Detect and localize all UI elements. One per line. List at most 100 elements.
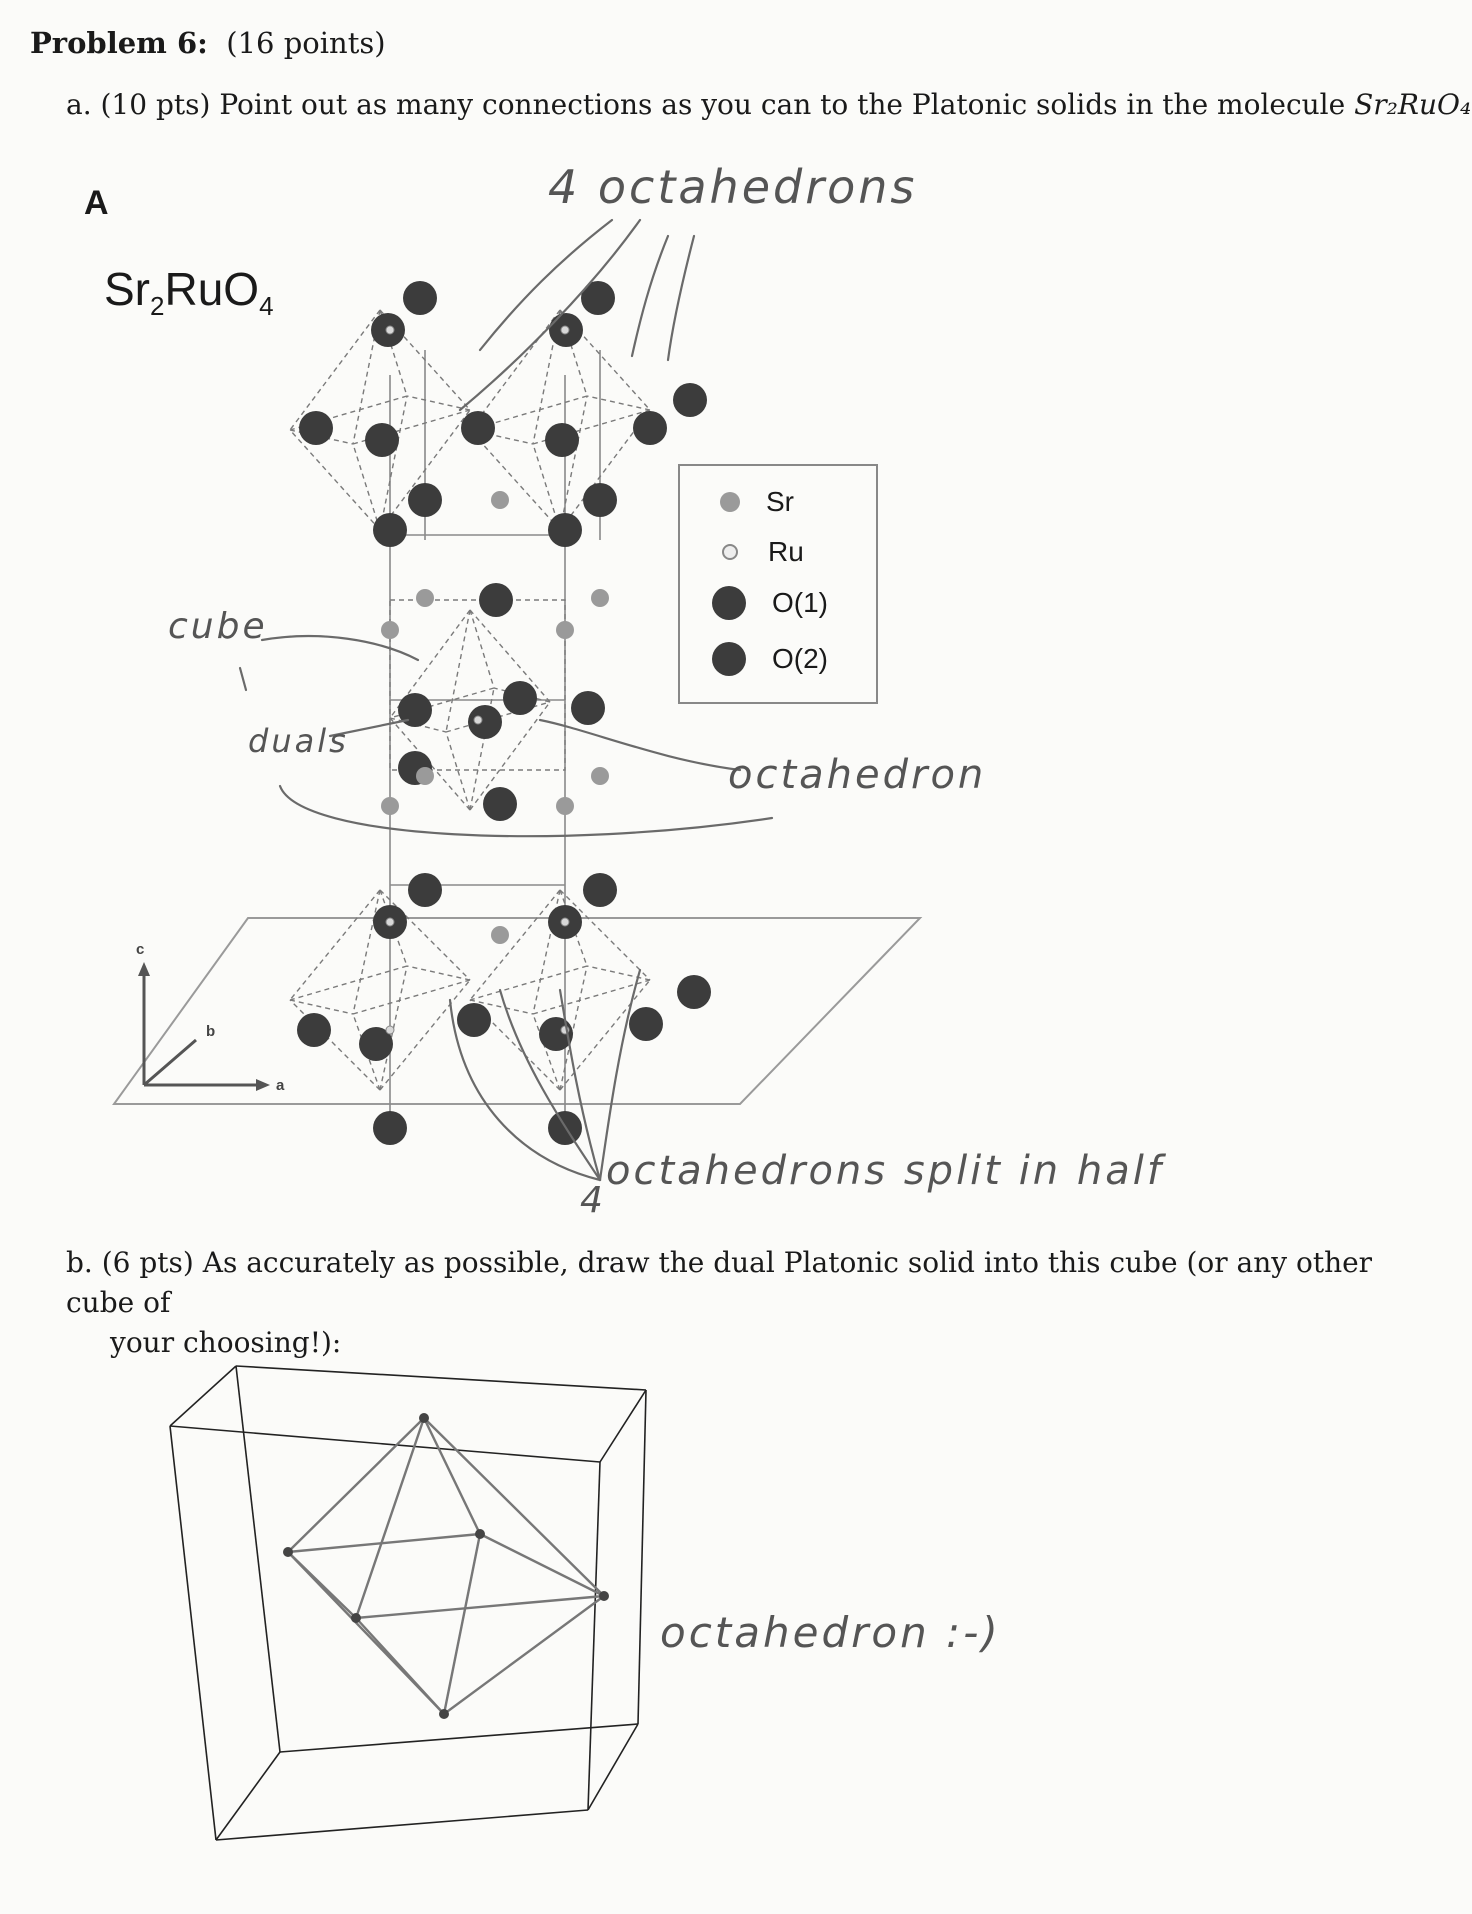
part-b-line-2: your choosing!): <box>110 1326 342 1359</box>
strontium-atom <box>591 589 609 607</box>
octahedron-drawn-edge <box>286 1550 358 1620</box>
oxygen-atom <box>503 681 537 715</box>
octahedron-edge <box>469 429 561 531</box>
oxygen-atom <box>408 873 442 907</box>
octahedron-vertex <box>439 1709 449 1719</box>
cube-edge <box>637 1389 647 1725</box>
octahedron-vertex <box>351 1613 361 1623</box>
part-b-line-1: b. (6 pts) As accurately as possible, dr… <box>66 1246 1373 1319</box>
cube-edge <box>599 1389 647 1463</box>
figure-panel-letter: A <box>84 184 109 222</box>
octahedron-edge <box>445 731 471 811</box>
annotation-4-octahedrons: 4 octahedrons <box>548 160 918 214</box>
octahedron-edge <box>406 395 471 411</box>
oxygen-atom <box>365 423 399 457</box>
strontium-atom <box>381 797 399 815</box>
octahedron-drawn-edge <box>442 1594 606 1716</box>
part-b-prompt: b. (6 pts) As accurately as possible, dr… <box>66 1243 1446 1363</box>
problem-heading: Problem 6: (16 points) <box>30 26 386 60</box>
annotation-split-count: 4 <box>580 1180 606 1221</box>
oxygen-atom <box>483 787 517 821</box>
octahedron-edge <box>532 1013 561 1091</box>
oxygen-atom <box>461 411 495 445</box>
problem-points: (16 points) <box>226 26 386 60</box>
c-axis-arrow <box>138 962 150 976</box>
o2-atom-icon <box>712 642 746 676</box>
inner-cube <box>389 599 566 771</box>
basal-plane <box>112 917 923 1105</box>
octahedron-edge <box>352 443 381 531</box>
legend-item-o1: O(1) <box>712 586 828 620</box>
octahedron-edge <box>289 965 408 1001</box>
arrow-split-2 <box>498 988 602 1182</box>
oxygen-atom <box>539 1017 573 1051</box>
octahedron-edge <box>289 429 381 531</box>
oxygen-atom <box>545 423 579 457</box>
octahedron-edge <box>559 889 651 981</box>
octahedron-vertex <box>283 1547 293 1557</box>
annotation-octahedrons-split: octahedrons split in half <box>606 1148 1164 1194</box>
strontium-atom <box>556 621 574 639</box>
cube-edge <box>235 1365 281 1753</box>
b-axis <box>143 1038 197 1087</box>
answer-octahedron: octahedron :-) <box>660 1608 1001 1657</box>
sr-atom-icon <box>720 492 740 512</box>
cube-edge <box>169 1425 217 1841</box>
octahedron-edge <box>379 979 471 1091</box>
annotation-duals: duals <box>248 722 349 760</box>
oxygen-atom <box>468 705 502 739</box>
octahedron-edge <box>559 979 651 1091</box>
legend-item-o2: O(2) <box>712 642 828 676</box>
oxygen-atom <box>457 1003 491 1037</box>
oxygen-atom <box>583 483 617 517</box>
cube-edge <box>169 1365 237 1427</box>
octahedron-edge <box>389 717 471 811</box>
octahedron-edge <box>532 979 651 1015</box>
ruthenium-atom <box>385 1025 395 1035</box>
strontium-atom <box>491 926 509 944</box>
octahedron-edge <box>445 609 471 733</box>
arrow-octahedron <box>538 718 742 772</box>
axis-label-b: b <box>206 1023 215 1040</box>
octahedron-edge <box>289 999 381 1091</box>
octahedron-edge <box>586 395 651 411</box>
oxygen-atom <box>359 1027 393 1061</box>
problem-label: Problem 6: <box>30 26 208 60</box>
oxygen-atom <box>581 281 615 315</box>
ruthenium-atom <box>560 917 570 927</box>
strontium-atom <box>416 589 434 607</box>
octahedron-edge <box>469 309 561 431</box>
ruthenium-atom <box>473 715 483 725</box>
cube-edge <box>215 1751 281 1841</box>
octahedron-drawn-edge <box>422 1416 606 1598</box>
strontium-atom <box>381 621 399 639</box>
arrow-octahedron-1 <box>478 218 614 352</box>
octahedron-edge <box>469 609 551 703</box>
octahedron-edge <box>469 965 588 1001</box>
arrow-cube-up <box>238 666 248 692</box>
oxygen-atom <box>408 483 442 517</box>
oxygen-atom <box>297 1013 331 1047</box>
octahedron-vertex <box>419 1413 429 1423</box>
octahedron-drawn-edge <box>354 1416 426 1620</box>
arrow-octahedron-2 <box>458 218 642 412</box>
octahedron-drawn-edge <box>442 1532 482 1716</box>
octahedron-edge <box>469 999 561 1091</box>
figure-molecule-label: Sr2RuO4 <box>104 263 274 322</box>
ruthenium-atom <box>385 917 395 927</box>
octahedron-edge <box>469 889 561 1001</box>
oxygen-atom <box>629 1007 663 1041</box>
strontium-atom <box>556 797 574 815</box>
octahedron-drawn-edge <box>478 1532 606 1598</box>
annotation-octahedron: octahedron <box>728 752 987 798</box>
octahedron-vertex <box>599 1591 609 1601</box>
cube-edge <box>235 1365 647 1391</box>
oxygen-atom <box>571 691 605 725</box>
octahedron-edge <box>379 395 408 531</box>
arrow-cube <box>260 635 420 662</box>
strontium-atom <box>416 767 434 785</box>
octahedron-edge <box>559 309 588 397</box>
ru-atom-icon <box>722 544 738 560</box>
ruthenium-atom <box>385 325 395 335</box>
